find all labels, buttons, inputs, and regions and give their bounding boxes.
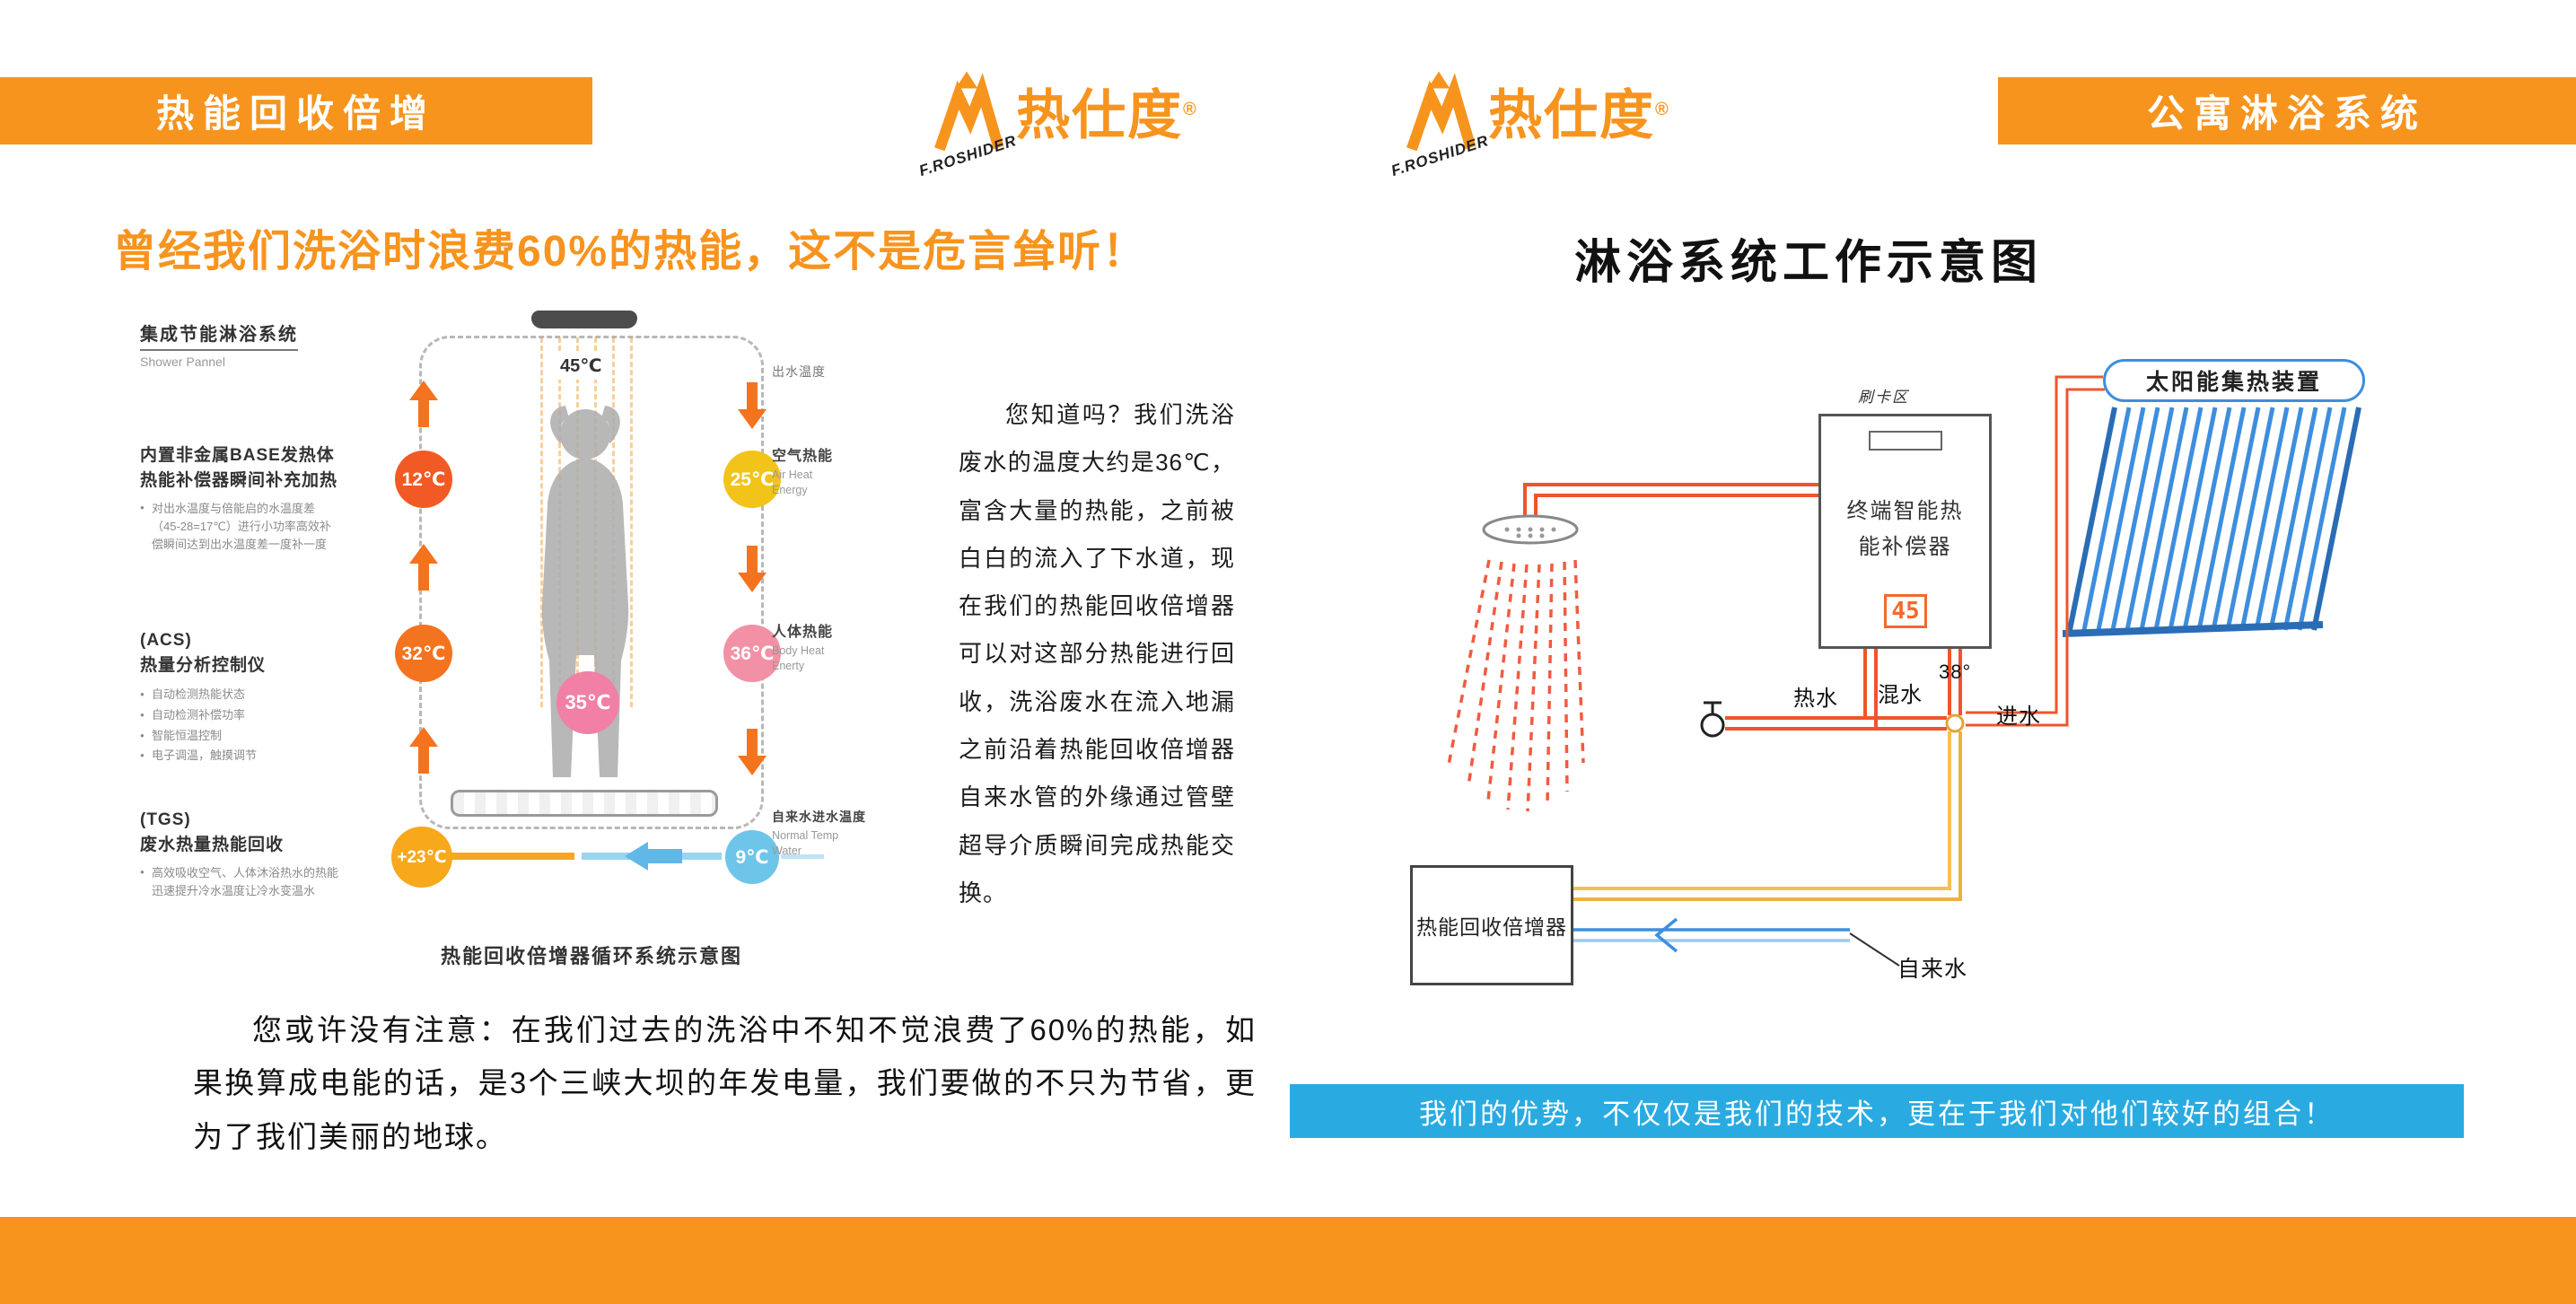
registered-mark: ® (1655, 100, 1670, 119)
pipes-graphic (1447, 375, 2361, 967)
temp-bubble-12: 12℃ (395, 451, 452, 508)
spray-line (630, 337, 633, 707)
right-header-bar: 公寓淋浴系统 (1998, 77, 2576, 144)
heater-vent (1869, 431, 1942, 451)
hot-water-label: 热水 (1793, 687, 1838, 711)
temp-bubble-36: 36℃ (723, 625, 781, 682)
solar-loop-pipes (1966, 375, 2105, 727)
brand-name: 热仕度® (1016, 85, 1198, 145)
smart-heat-compensator-box: 终端智能热 能补偿器 45 (1818, 414, 1992, 649)
brand-logo-icon (1406, 71, 1476, 151)
shower-head-icon (1482, 514, 1579, 545)
cold-water-arrow-stem (648, 849, 682, 863)
temp-bubble-9: 9℃ (725, 830, 779, 884)
solar-collector-label: 太阳能集热装置 (2103, 359, 2365, 402)
hot-water-pipes (1523, 483, 1962, 731)
solar-tubes (2062, 407, 2361, 637)
flow-arrow-down (738, 544, 767, 592)
heater-bullet: 对出水温度与倍能启的水温度差（45-28=17℃）进行小功率高效补偿瞬间达到出水… (140, 500, 341, 554)
bottom-paragraph: 您或许没有注意：在我们过去的洗浴中不知不觉浪费了60%的热能，如果换算成电能的话… (193, 1013, 1257, 1153)
outlet-temp-value: 45℃ (549, 352, 613, 380)
acs-block: (ACS) 热量分析控制仪 自动检测热能状态 自动检测补偿功率 智能恒温控制 电… (140, 628, 409, 766)
tap-water-label: 自来水 (1897, 957, 1968, 982)
recovered-heat-pipe (425, 853, 574, 860)
left-header-bar: 热能回收倍增 (0, 77, 592, 144)
heat-recovery-box: 热能回收倍增器 (1410, 865, 1573, 985)
spray-line (540, 337, 543, 707)
tap-valve-icon (1700, 701, 1725, 738)
shower-panel-label: 集成节能淋浴系统 Shower Pannel (140, 319, 298, 369)
shower-head-icon (531, 311, 637, 328)
brand-name: 热仕度® (1488, 85, 1670, 145)
acs-bullet-list: 自动检测热能状态 自动检测补偿功率 智能恒温控制 电子调温，触摸调节 (140, 685, 409, 766)
body-heat-label: 人体热能 Body Heat Enerty (772, 625, 834, 672)
cold-water-pipes (1573, 917, 1900, 967)
flow-arrow-up (409, 381, 438, 429)
person-silhouette (541, 406, 629, 777)
flow-arrow-down (738, 381, 767, 429)
mixed-water-label: 混水 (1878, 683, 1923, 707)
air-heat-label: 空气热能 Air Heat Energy (772, 449, 834, 496)
brand-logo-left: 热仕度® F.ROSHIDER (917, 63, 1212, 179)
right-header-title: 公寓淋浴系统 (2146, 92, 2427, 135)
registered-mark: ® (1183, 100, 1198, 119)
card-zone-label: 刷卡区 (1858, 389, 1909, 406)
outlet-temp-label: 出水温度 (772, 364, 826, 379)
diagram-caption: 热能回收倍增器循环系统示意图 (440, 945, 742, 967)
heater-temp-display: 45 (1884, 594, 1927, 628)
inlet-water-label: 进水 (1996, 705, 2041, 729)
heater-block: 内置非金属BASE发热体 热能补偿器瞬间补充加热 对出水温度与倍能启的水温度差（… (140, 443, 409, 555)
temp-bubble-35: 35℃ (556, 671, 619, 734)
shower-working-diagram: 刷卡区 终端智能热 能补偿器 45 太阳能集热装置 热能回收倍增器 热水 混水 … (1397, 345, 2420, 1009)
tgs-block: (TGS) 废水热量热能回收 高效吸收空气、人体沐浴热水的热能迅速提升冷水温度让… (140, 808, 409, 900)
right-page-title: 淋浴系统工作示意图 (1573, 237, 2043, 289)
side-paragraph: 您知道吗？我们洗浴废水的温度大约是36℃，富含大量的热能，之前被白白的流入了下水… (959, 401, 1235, 906)
mix-temp-label: 38° (1939, 661, 1972, 683)
brand-logo-icon (934, 71, 1004, 151)
temp-bubble-plus23: +23℃ (391, 827, 452, 888)
flow-arrow-down (738, 727, 767, 775)
cold-water-pipe-tail (781, 854, 824, 859)
bottom-orange-bar (0, 1217, 2576, 1304)
advantage-banner: 我们的优势，不仅仅是我们的技术，更在于我们对他们较好的组合！ (1290, 1084, 2464, 1138)
normal-temp-label: 自来水进水温度 Normal Temp Water (772, 810, 866, 857)
temp-bubble-25: 25℃ (723, 451, 781, 508)
flow-arrow-up (409, 727, 438, 775)
tgs-bullet: 高效吸收空气、人体沐浴热水的热能迅速提升冷水温度让冷水变温水 (140, 864, 341, 900)
shower-tray (451, 790, 718, 817)
left-header-title: 热能回收倍增 (155, 92, 436, 135)
heater-name: 终端智能热 能补偿器 (1846, 499, 1964, 559)
spray-lines (1447, 559, 1585, 812)
mixed-water-pipes (1573, 731, 1962, 901)
mixing-junction (1945, 713, 1965, 733)
advantage-banner-text: 我们的优势，不仅仅是我们的技术，更在于我们对他们较好的组合！ (1419, 1098, 2335, 1130)
cold-water-arrow (625, 842, 648, 871)
brand-logo-right: 热仕度® F.ROSHIDER (1389, 63, 1684, 179)
shower-system-diagram: 集成节能淋浴系统 Shower Pannel 内置非金属BASE发热体 热能补偿… (140, 311, 871, 977)
left-headline: 曾经我们洗浴时浪费60%的热能，这不是危言耸听！ (113, 228, 1148, 276)
temp-bubble-32: 32℃ (395, 625, 452, 682)
flow-arrow-up (409, 544, 438, 592)
